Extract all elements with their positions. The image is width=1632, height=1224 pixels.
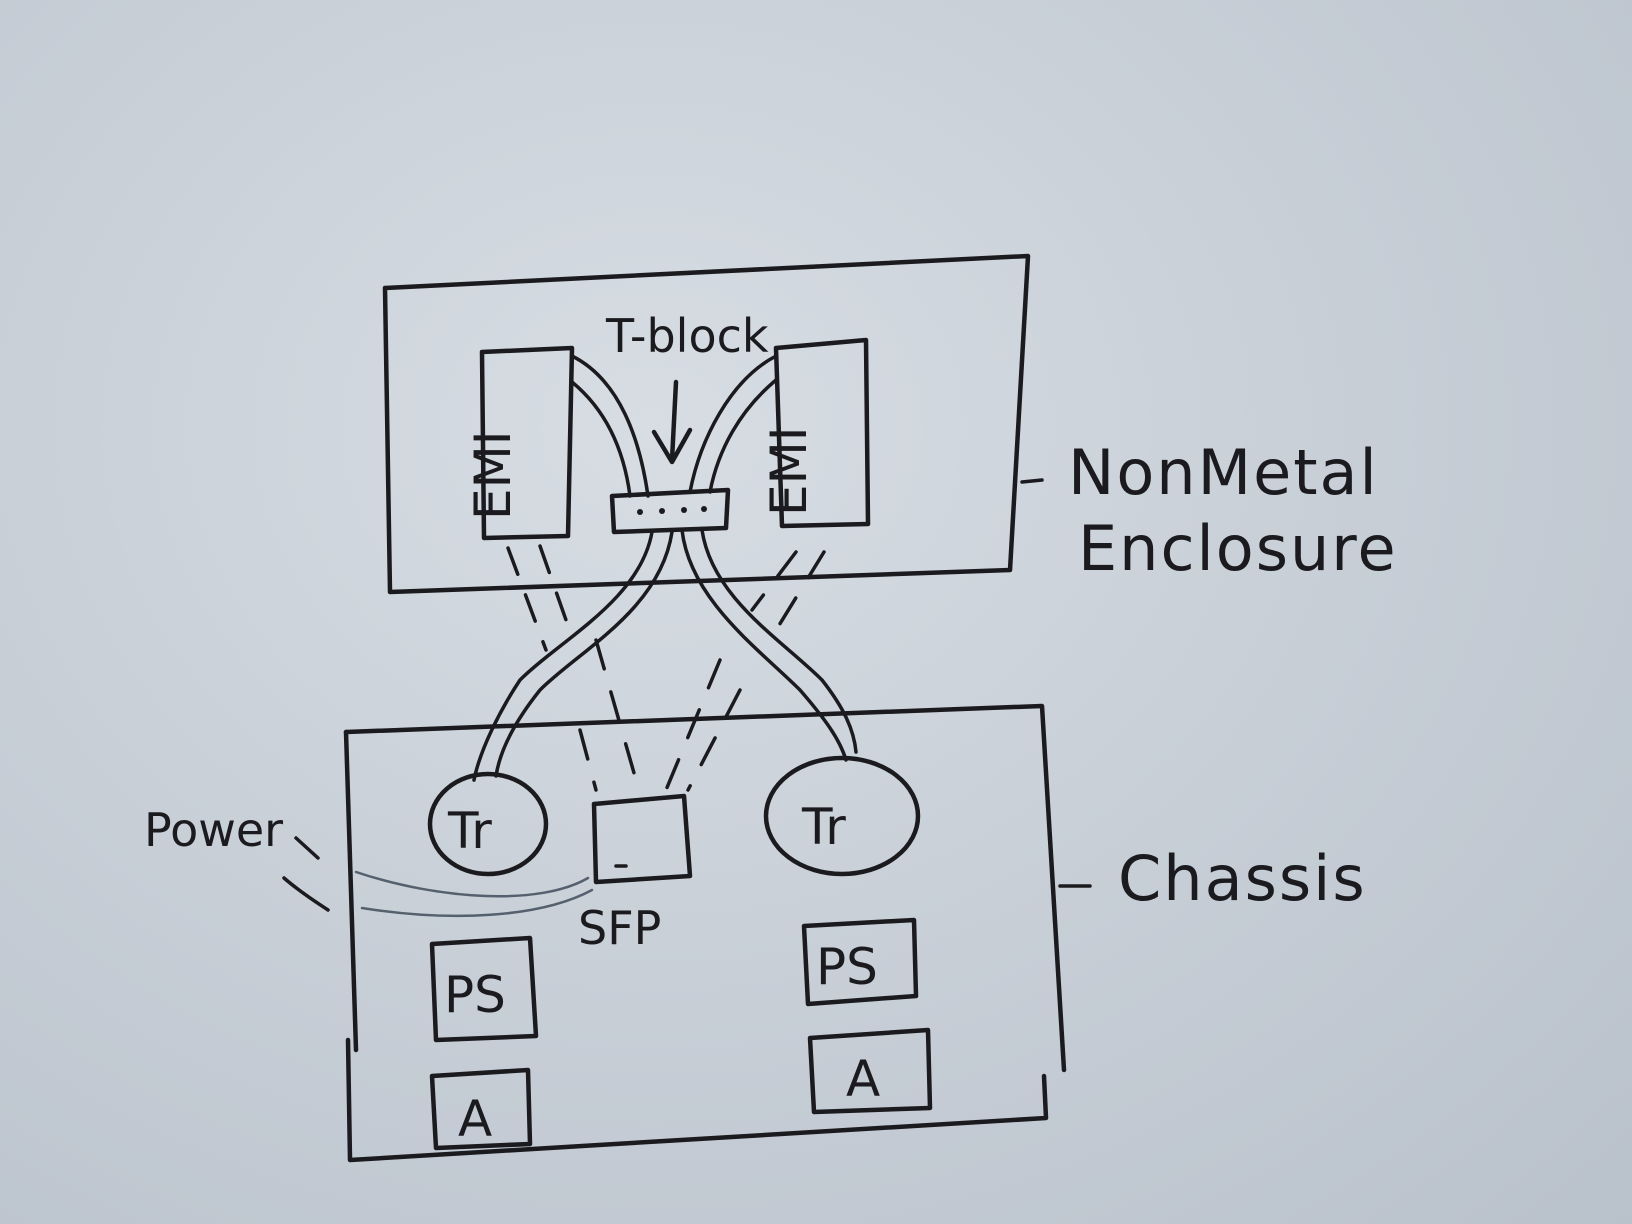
enclosure-label-line2: Enclosure	[1078, 512, 1398, 585]
emi-left-label: EMI	[464, 431, 522, 520]
sfp-module: SFP	[578, 793, 693, 955]
sfp-label: SFP	[578, 901, 661, 955]
a-left-label: A	[458, 1090, 492, 1148]
chassis-label: Chassis	[1118, 842, 1367, 915]
transformer-right: Tr	[763, 755, 921, 877]
a-right-label: A	[846, 1050, 880, 1108]
transformer-left: Tr	[427, 771, 549, 877]
t-block: T-block	[605, 309, 769, 535]
power-supply-left: PS	[429, 935, 539, 1043]
nonmetal-enclosure	[382, 253, 1044, 595]
side-labels: NonMetal Enclosure Chassis	[1068, 436, 1398, 915]
power-feed: Power	[144, 803, 594, 918]
power-supply-right: PS	[801, 917, 919, 1007]
enclosure-wiring	[570, 354, 778, 498]
tr-right-label: Tr	[801, 798, 846, 856]
power-label: Power	[144, 803, 283, 857]
a-module-left: A	[429, 1067, 533, 1151]
emi-right-label: EMI	[760, 427, 818, 516]
a-module-right: A	[807, 1027, 933, 1115]
enclosure-label-line1: NonMetal	[1068, 436, 1379, 509]
t-block-label: T-block	[605, 309, 769, 363]
ps-right-label: PS	[816, 938, 878, 996]
ps-left-label: PS	[444, 966, 506, 1024]
tr-left-label: Tr	[447, 802, 492, 860]
emi-filter-right: EMI	[760, 337, 871, 529]
chassis	[343, 703, 1092, 1163]
cable-bundle	[472, 528, 858, 792]
emi-filter-left: EMI	[464, 345, 575, 541]
